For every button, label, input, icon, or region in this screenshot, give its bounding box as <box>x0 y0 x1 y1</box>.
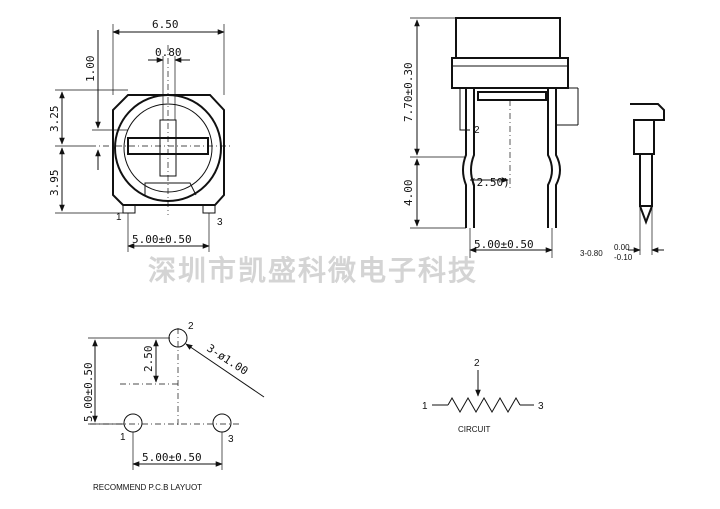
pcb-caption: RECOMMEND P.C.B LAYUOT <box>93 483 202 492</box>
pcb-height-text: 5.00±0.50 <box>82 362 95 422</box>
lead-head <box>630 103 665 121</box>
pin-1-stub <box>122 204 136 214</box>
slot-dim-text: 0.80 <box>155 46 182 59</box>
pin-3-stub <box>202 204 216 214</box>
top-pitch-text: 5.00±0.50 <box>132 233 192 246</box>
side-lead-right <box>547 88 553 228</box>
side-pin-label: 2 <box>474 125 480 136</box>
lead-detail: 3-0.80 0.00 -0.10 <box>580 103 665 262</box>
circuit-symbol: 2 1 3 CIRCUIT <box>422 358 544 434</box>
pcb-half-text: 2.50 <box>142 346 155 373</box>
side-pitch-text: 5.00±0.50 <box>474 238 534 251</box>
side-offset-text: (2.50) <box>470 176 510 189</box>
pcb-hole-3 <box>212 413 232 433</box>
width-dim-text: 6.50 <box>152 18 179 31</box>
top-view: 6.50 0.80 1 3 3.25 3.95 <box>48 18 232 252</box>
pin-3-label: 3 <box>217 217 223 228</box>
watermark-text: 深圳市凯盛科微电子科技 <box>148 254 478 287</box>
side-body <box>451 57 569 89</box>
side-view: 2 (2.50) 7.70±0.30 4.00 5.00±0.50 <box>402 17 579 258</box>
side-terminal-plate <box>477 91 547 101</box>
lead-shoulder <box>633 119 655 155</box>
pcb-pin-1-label: 1 <box>120 432 126 443</box>
pcb-pitch-text: 5.00±0.50 <box>142 451 202 464</box>
side-height-text: 7.70±0.30 <box>402 62 415 122</box>
circuit-pin-3: 3 <box>538 401 544 412</box>
left-dim-bot-text: 3.95 <box>48 170 61 197</box>
pcb-pin-2-label: 2 <box>188 321 194 332</box>
circuit-caption: CIRCUIT <box>458 425 491 434</box>
hole-callout-line <box>185 343 265 398</box>
resistor-zigzag <box>447 396 521 414</box>
side-knob <box>455 17 561 59</box>
lead-tol-lower: -0.10 <box>614 253 633 262</box>
circuit-pin-2: 2 <box>474 358 480 369</box>
pcb-hole-1 <box>123 413 143 433</box>
pcb-layout: 2 1 3 3-ø1.00 5.00±0.50 2.50 5.00±0.50 R… <box>82 321 265 492</box>
lead-tol-upper: 0.00 <box>614 243 630 252</box>
lead-shank <box>639 153 653 207</box>
lead-base-text: 3-0.80 <box>580 249 603 258</box>
pin-1-label: 1 <box>116 212 122 223</box>
wiper-notch <box>144 182 197 196</box>
side-lead-left <box>462 88 467 228</box>
left-dim-top-text: 1.00 <box>84 56 97 83</box>
left-dim-mid-text: 3.25 <box>48 106 61 133</box>
pcb-pin-3-label: 3 <box>228 434 234 445</box>
side-lead-text: 4.00 <box>402 180 415 207</box>
circuit-pin-1: 1 <box>422 401 428 412</box>
lead-tip <box>639 205 653 225</box>
